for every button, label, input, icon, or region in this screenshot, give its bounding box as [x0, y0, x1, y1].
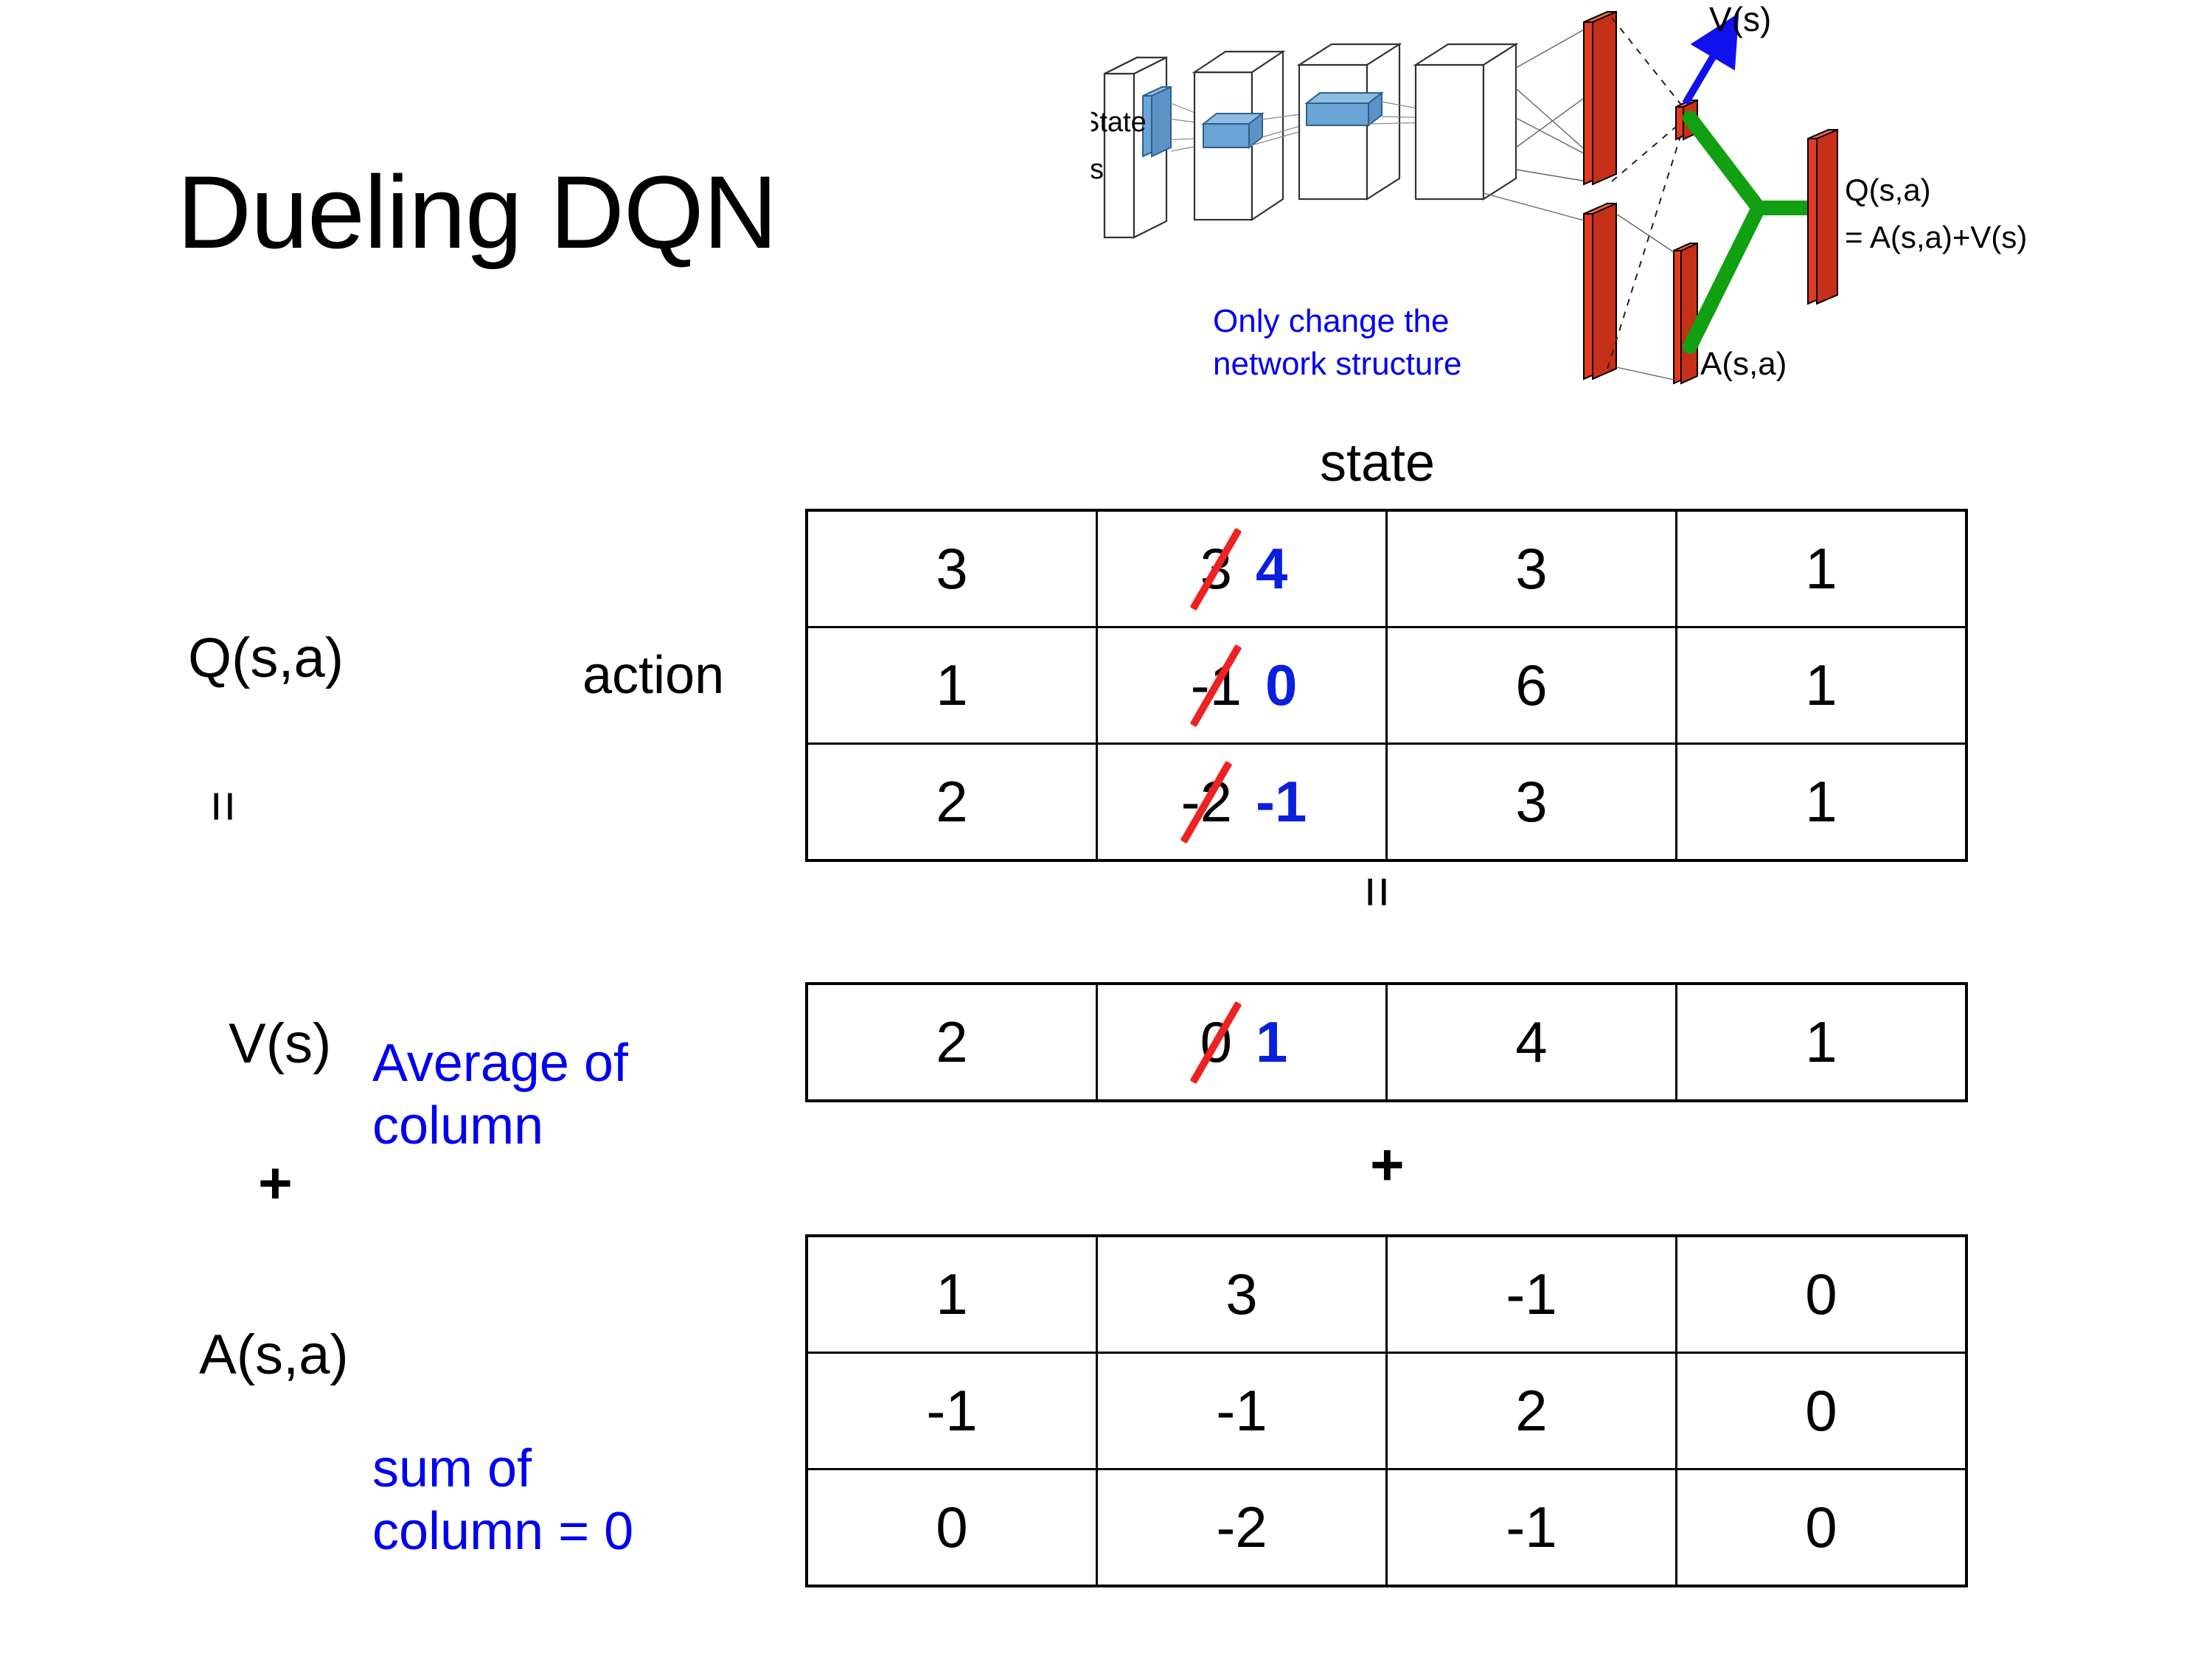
a-cell-r1c0[interactable]: -1 — [805, 1352, 1098, 1470]
a-cell-r0c3[interactable]: 0 — [1675, 1234, 1968, 1354]
v-cell-c3[interactable]: 1 — [1675, 982, 1968, 1102]
diagram-q-output-label-line1: Q(s,a) — [1845, 173, 1931, 207]
dueling-network-diagram: State s Only change the network structur… — [1091, 0, 2212, 413]
a-cell-r1c1[interactable]: -1 — [1096, 1352, 1388, 1470]
a-cell-r0c2[interactable]: -1 — [1385, 1234, 1677, 1354]
a-cell-r0c0[interactable]: 1 — [805, 1234, 1098, 1354]
a-cell-r0c1[interactable]: 3 — [1096, 1234, 1388, 1354]
diagram-note-line2: network structure — [1213, 346, 1461, 382]
average-note-line2: column — [372, 1096, 544, 1155]
plus-sign-left: + — [258, 1150, 293, 1216]
a-cell-r1c2[interactable]: 2 — [1385, 1352, 1677, 1470]
q-row-label: Q(s,a) — [188, 627, 344, 689]
v-cell-c1-new: 1 — [1256, 1009, 1288, 1074]
q-cell-r2c1-old: -2 — [1177, 760, 1237, 844]
v-cell-c1-old: 0 — [1189, 1001, 1242, 1084]
sum-note-line1: sum of — [372, 1439, 532, 1498]
q-cell-r2c0[interactable]: 2 — [805, 742, 1098, 862]
v-cell-c1[interactable]: 0 1 — [1096, 982, 1388, 1102]
q-cell-r0c3[interactable]: 1 — [1675, 509, 1968, 628]
equals-sign-left: = — [193, 790, 254, 823]
q-cell-r2c2[interactable]: 3 — [1385, 742, 1677, 862]
q-cell-r0c0[interactable]: 3 — [805, 509, 1098, 628]
diagram-a-output-label: A(s,a) — [1700, 346, 1787, 382]
q-cell-r0c1[interactable]: 3 4 — [1096, 509, 1388, 628]
q-cell-r2c3[interactable]: 1 — [1675, 742, 1968, 862]
q-cell-r1c2[interactable]: 6 — [1385, 626, 1677, 745]
table-row: 2 0 1 4 1 — [805, 982, 1968, 1102]
plus-sign-center: + — [1370, 1132, 1405, 1197]
page-title: Dueling DQN — [177, 154, 778, 270]
a-cell-r1c3[interactable]: 0 — [1675, 1352, 1968, 1470]
q-cell-r1c1-old: -1 — [1186, 644, 1246, 727]
q-cell-r1c1-new: 0 — [1265, 653, 1298, 717]
q-cell-r1c1[interactable]: -1 0 — [1096, 626, 1388, 745]
table-row: 1 -1 0 6 1 — [805, 626, 1968, 745]
diagram-q-output-label-line2: = A(s,a)+V(s) — [1845, 220, 2027, 254]
state-axis-label: state — [1320, 434, 1436, 493]
a-cell-r2c3[interactable]: 0 — [1675, 1468, 1968, 1587]
q-cell-r0c2[interactable]: 3 — [1385, 509, 1677, 628]
q-cell-r2c1[interactable]: -2 -1 — [1096, 742, 1388, 862]
q-cell-r2c1-new: -1 — [1256, 769, 1307, 834]
table-row: 0 -2 -1 0 — [805, 1468, 1968, 1587]
sum-note-line2: column = 0 — [372, 1501, 634, 1561]
action-axis-label: action — [582, 646, 725, 705]
a-value-table[interactable]: 1 3 -1 0 -1 -1 2 0 0 -2 -1 0 — [805, 1234, 1968, 1587]
v-cell-c2[interactable]: 4 — [1385, 982, 1677, 1102]
equals-sign-center: = — [1347, 876, 1408, 908]
diagram-state-label: State — [1091, 107, 1147, 138]
v-value-table[interactable]: 2 0 1 4 1 — [805, 982, 1968, 1102]
a-cell-r2c0[interactable]: 0 — [805, 1468, 1098, 1587]
sum-of-column-note: sum of column = 0 — [372, 1438, 785, 1563]
a-cell-r2c2[interactable]: -1 — [1385, 1468, 1677, 1587]
average-note-line1: Average of — [372, 1034, 628, 1093]
q-cell-r0c1-new: 4 — [1256, 536, 1288, 601]
v-cell-c0[interactable]: 2 — [805, 982, 1098, 1102]
diagram-note-line1: Only change the — [1213, 303, 1449, 339]
diagram-v-output-label: V(s) — [1709, 0, 1771, 38]
a-cell-r2c1[interactable]: -2 — [1096, 1468, 1388, 1587]
a-row-label: A(s,a) — [199, 1324, 349, 1386]
q-cell-r0c1-old: 3 — [1189, 527, 1242, 611]
q-cell-r1c0[interactable]: 1 — [805, 626, 1098, 745]
table-row: 2 -2 -1 3 1 — [805, 742, 1968, 862]
q-cell-r1c3[interactable]: 1 — [1675, 626, 1968, 745]
v-row-label: V(s) — [229, 1012, 332, 1075]
q-value-table[interactable]: 3 3 4 3 1 1 -1 0 6 1 2 — [805, 509, 1968, 862]
average-of-column-note: Average of column — [372, 1032, 756, 1158]
diagram-state-sublabel: s — [1091, 154, 1104, 185]
table-row: 3 3 4 3 1 — [805, 509, 1968, 628]
table-row: -1 -1 2 0 — [805, 1352, 1968, 1470]
table-row: 1 3 -1 0 — [805, 1234, 1968, 1354]
